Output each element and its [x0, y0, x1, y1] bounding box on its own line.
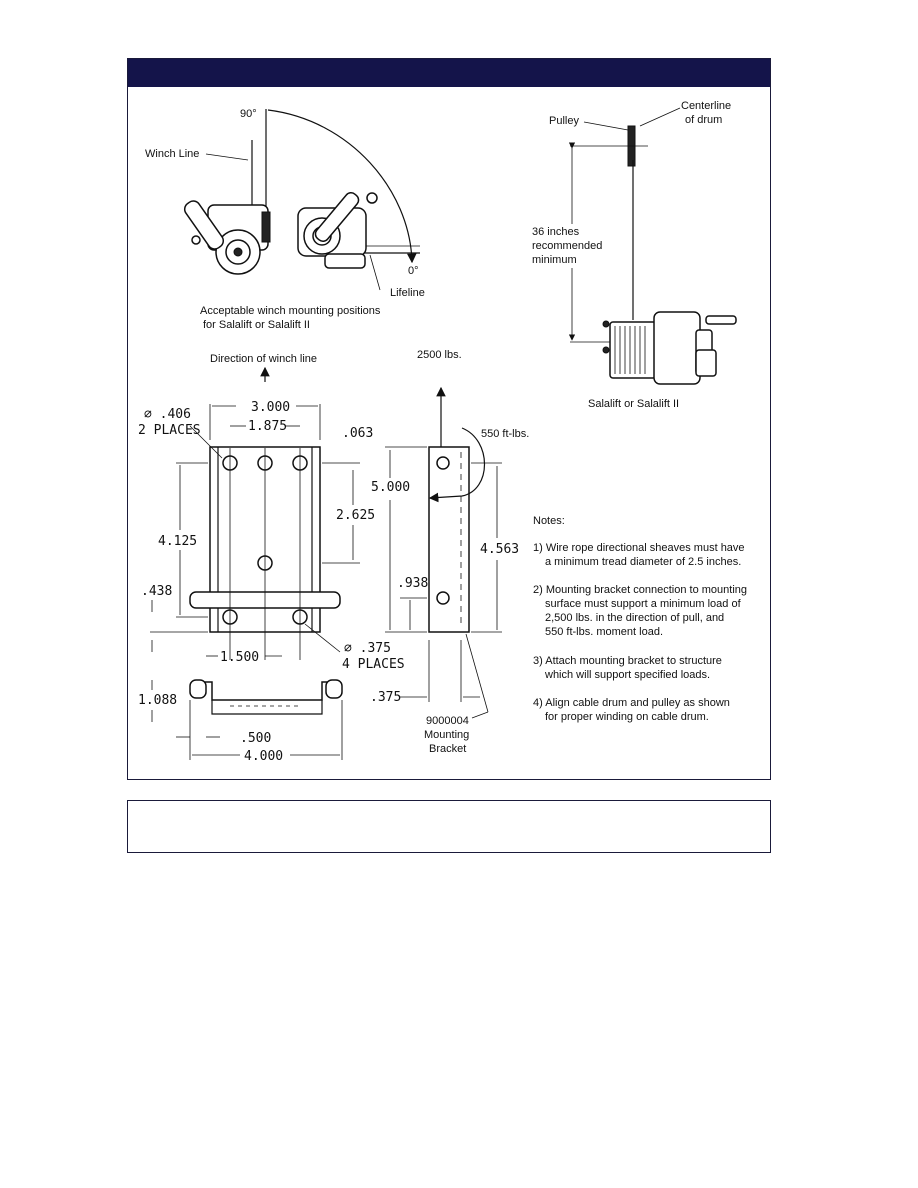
angle-0-label: 0° [408, 265, 419, 277]
note-3-line-1: 3) Attach mounting bracket to structure [533, 655, 722, 667]
distance-label-2: recommended [532, 240, 602, 252]
direction-label: Direction of winch line [210, 353, 317, 365]
diagram-frame [127, 58, 771, 780]
angle-90-label: 90° [240, 108, 257, 120]
centerline-label-1: Centerline [681, 100, 731, 112]
note-2-line-2: surface must support a minimum load of [545, 598, 742, 610]
dim-2625: 2.625 [336, 508, 375, 523]
dim-500: .500 [240, 731, 271, 746]
note-4-line-1: 4) Align cable drum and pulley as shown [533, 697, 730, 709]
winch-vertical-icon [183, 200, 271, 275]
dim-438: .438 [141, 584, 172, 599]
caption-box [127, 800, 771, 853]
centerline-label-2: of drum [685, 114, 722, 126]
distance-label-3: minimum [532, 254, 577, 266]
bracket-front-view: Direction of winch line [138, 353, 405, 672]
dim-1088: 1.088 [138, 693, 177, 708]
dim-4000: 4.000 [244, 749, 283, 764]
header-bar [128, 59, 770, 87]
dim-3000: 3.000 [251, 400, 290, 415]
dim-4125: 4.125 [158, 534, 197, 549]
pulley-label: Pulley [549, 115, 579, 127]
hole-406-label: ∅ .406 [144, 407, 191, 422]
positions-caption-line1: Acceptable winch mounting positions [200, 305, 381, 317]
mounting-positions-figure: 90° Winch Line 0° Lifeline Acceptable wi… [145, 108, 425, 331]
dim-1500: 1.500 [220, 650, 259, 665]
load-label: 2500 lbs. [417, 349, 462, 361]
dim-063: .063 [342, 426, 373, 441]
winch-line-label: Winch Line [145, 148, 199, 160]
drum-caption: Salalift or Salalift II [588, 398, 679, 410]
hole-406-places: 2 PLACES [138, 423, 201, 438]
bracket-bottom-view: 1.088 .500 4.000 [138, 679, 343, 764]
notes-block: Notes: 1) Wire rope directional sheaves … [533, 515, 747, 723]
drum-pulley-figure: Centerline of drum Pulley 36 inches reco… [532, 100, 737, 410]
note-2-line-1: 2) Mounting bracket connection to mounti… [533, 584, 747, 596]
winch-side-icon [602, 311, 737, 385]
moment-label: 550 ft-lbs. [481, 428, 529, 440]
dim-1875: 1.875 [248, 419, 287, 434]
notes-title: Notes: [533, 515, 565, 527]
part-label-mounting: Mounting [424, 729, 469, 741]
part-label-bracket: Bracket [429, 743, 466, 755]
note-1-line-2: a minimum tread diameter of 2.5 inches. [545, 556, 741, 568]
positions-caption-line2: for Salalift or Salalift II [203, 319, 310, 331]
dim-375: .375 [370, 690, 401, 705]
dim-4563: 4.563 [480, 542, 519, 557]
bracket-side-view: 2500 lbs. 550 ft-lbs. 5.000 4.563 .938 .… [370, 349, 529, 755]
lifeline-label: Lifeline [390, 287, 425, 299]
note-2-line-3: 2,500 lbs. in the direction of pull, and [545, 612, 724, 624]
note-3-line-2: which will support specified loads. [544, 669, 710, 681]
part-number: 9000004 [426, 715, 469, 727]
note-2-line-4: 550 ft-lbs. moment load. [545, 626, 663, 638]
dim-5000: 5.000 [371, 480, 410, 495]
note-4-line-2: for proper winding on cable drum. [545, 711, 709, 723]
hole-375-places: 4 PLACES [342, 657, 405, 672]
note-1-line-1: 1) Wire rope directional sheaves must ha… [533, 542, 745, 554]
winch-horizontal-icon [297, 191, 378, 269]
hole-375-label: ∅ .375 [344, 641, 391, 656]
distance-label-1: 36 inches [532, 226, 580, 238]
dim-938: .938 [397, 576, 428, 591]
